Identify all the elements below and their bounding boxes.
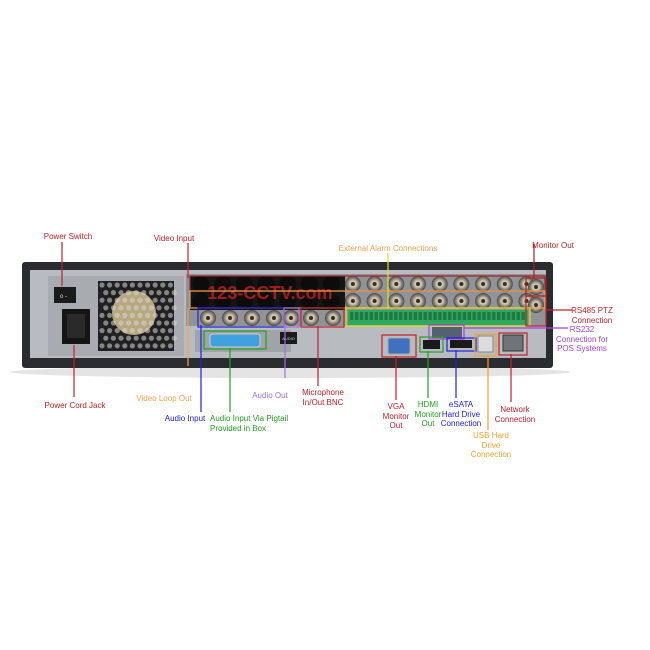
terminal-screw [467, 312, 471, 320]
db25-connector [209, 333, 261, 348]
terminal-screw [428, 312, 432, 320]
label-audio-out: Audio Out [252, 391, 288, 400]
terminal-screw [384, 312, 388, 320]
terminal-screw [379, 312, 383, 320]
terminal-screw [433, 312, 437, 320]
terminal-screw [477, 312, 481, 320]
blank-cap [279, 292, 297, 310]
blank-cap [214, 292, 232, 310]
terminal-screw [413, 312, 418, 320]
blank-cap [257, 275, 275, 293]
terminal-screw [399, 312, 403, 320]
blank-cap [322, 292, 340, 310]
power-switch [54, 287, 76, 303]
blank-cap [235, 292, 253, 310]
terminal-screw [452, 312, 457, 320]
terminal-screw [374, 312, 378, 320]
terminal-screw [354, 312, 359, 320]
terminal-screw [492, 312, 496, 320]
terminal-screw [359, 312, 364, 320]
terminal-screw [457, 312, 462, 320]
rs232-port [432, 327, 462, 338]
terminal-screw [482, 312, 486, 320]
terminal-screw [423, 312, 427, 320]
blank-cap [192, 275, 210, 293]
terminal-screw [462, 312, 467, 320]
terminal-screw [501, 312, 506, 320]
terminal-screw [350, 312, 354, 320]
terminal-screw [497, 312, 501, 320]
label-video-loop-out: Video Loop Out [136, 394, 192, 403]
label-monitor-out: Monitor Out [532, 241, 574, 250]
terminal-screw [369, 312, 373, 320]
terminal-screw [438, 312, 442, 320]
vga-port [387, 337, 411, 355]
rj45-port [502, 334, 524, 352]
label-power-cord-jack: Power Cord Jack [44, 401, 106, 410]
terminal-screw [511, 312, 516, 320]
terminal-screw [364, 312, 369, 320]
label-video-input: Video Input [153, 234, 195, 243]
esata-port [450, 340, 472, 348]
svg-text:o -: o - [60, 294, 67, 300]
terminal-screw [487, 312, 491, 320]
terminal-screw [521, 312, 525, 320]
blank-cap [214, 275, 232, 293]
terminal-screw [418, 312, 422, 320]
blank-cap [301, 292, 318, 310]
blank-cap [322, 275, 340, 293]
terminal-screw [506, 312, 511, 320]
terminal-screw [389, 312, 393, 320]
terminal-screw [448, 312, 452, 320]
terminal-screw [394, 312, 398, 320]
terminal-screw [408, 312, 413, 320]
terminal-screw [403, 312, 408, 320]
blank-cap [257, 292, 275, 310]
blank-cap [235, 275, 253, 293]
hdmi-port [423, 340, 440, 349]
watermark: 123-CCTV.com [207, 283, 332, 303]
usb-port [477, 335, 494, 353]
terminal-screw [516, 312, 520, 320]
terminal-screw [443, 312, 447, 320]
label-audio-input: Audio Input [164, 414, 206, 423]
blank-cap [279, 275, 297, 293]
terminal-screw [472, 312, 476, 320]
blank-cap [192, 292, 210, 310]
label-external-alarm: External Alarm Connections [338, 244, 438, 253]
audio-panel-label: AUDIO [282, 336, 295, 341]
label-power-switch: Power Switch [43, 232, 93, 241]
blank-cap [301, 275, 318, 293]
